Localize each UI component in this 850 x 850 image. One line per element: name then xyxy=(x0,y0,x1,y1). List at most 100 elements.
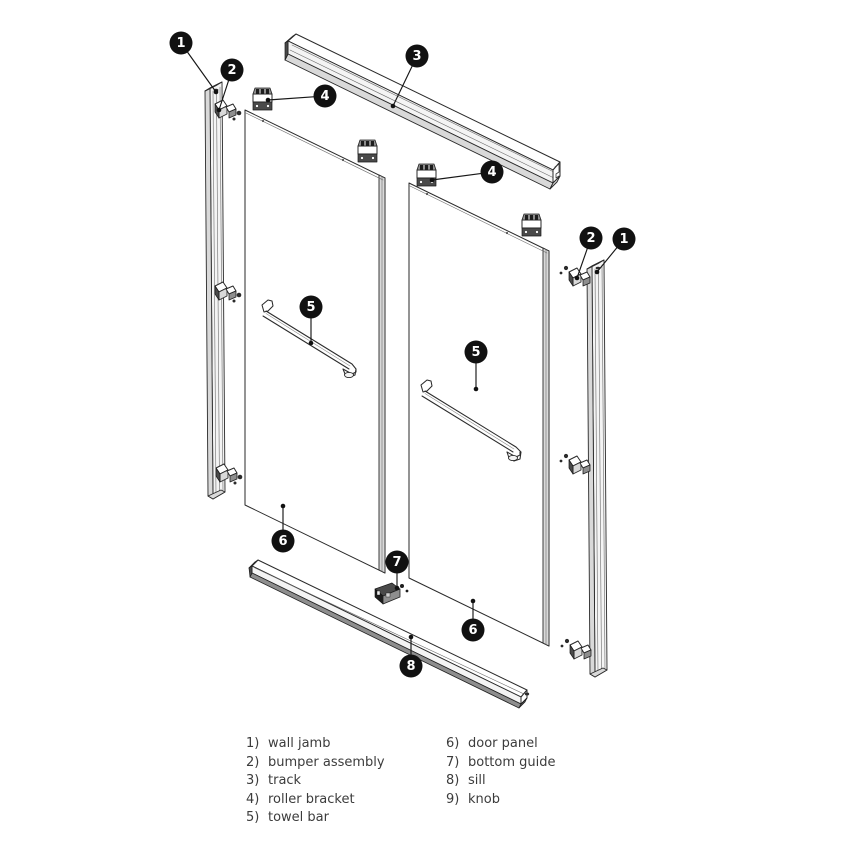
parts-legend: 1) wall jamb 2) bumper assembly 3) track… xyxy=(246,735,626,828)
callout-bubble xyxy=(480,160,504,184)
legend-item-1: 1) wall jamb xyxy=(246,735,446,754)
track xyxy=(284,33,561,190)
callout-bubble xyxy=(385,550,409,574)
legend-label-8: sill xyxy=(468,773,486,788)
legend-label-7: bottom guide xyxy=(468,754,556,770)
bumper-assembly-right-top xyxy=(559,265,591,287)
callout-bubble xyxy=(612,227,636,251)
callout-number: 4 xyxy=(320,89,329,104)
callout-leader-line xyxy=(576,248,588,279)
wall-jamb-right xyxy=(586,259,608,678)
legend-number-7: 7) xyxy=(446,754,460,770)
roller-bracket-left-a xyxy=(252,87,273,111)
callout-number: 8 xyxy=(406,659,415,674)
callout-bubble xyxy=(313,84,337,108)
callout-number: 2 xyxy=(586,231,595,246)
callout-number: 3 xyxy=(412,49,421,64)
legend-label-9: knob xyxy=(468,791,500,807)
callout-2-right: 2 xyxy=(574,226,603,281)
door-panel-right xyxy=(408,182,550,647)
callout-leader-line xyxy=(431,172,482,181)
callout-8: 8 xyxy=(399,634,423,678)
callout-leader-line xyxy=(392,65,413,107)
sill xyxy=(248,559,530,709)
callout-bubble xyxy=(464,340,488,364)
legend-number-1: 1) xyxy=(246,736,260,751)
bumper-assembly-right-middle xyxy=(559,453,591,475)
callout-bubble xyxy=(579,226,603,250)
callout-target-dot xyxy=(473,386,479,392)
callout-leader-line xyxy=(596,247,618,273)
callout-2-left: 2 xyxy=(216,58,244,113)
callout-number: 6 xyxy=(278,534,287,549)
callout-bubble xyxy=(271,529,295,553)
callout-leader-line xyxy=(267,96,315,101)
bumper-assembly-left-middle xyxy=(214,281,242,303)
callout-target-dot xyxy=(574,275,580,281)
callout-target-dot xyxy=(594,269,600,275)
callout-number: 1 xyxy=(176,36,185,51)
callout-target-dot xyxy=(265,97,271,103)
legend-number-2: 2) xyxy=(246,754,260,770)
callout-3: 3 xyxy=(390,44,429,109)
callout-number: 5 xyxy=(471,345,480,360)
legend-column-right: 6) door panel 7) bottom guide 8) sill 9)… xyxy=(446,735,626,828)
callout-target-dot xyxy=(408,634,414,640)
callout-leader-line xyxy=(187,51,217,93)
callout-number: 7 xyxy=(392,555,401,570)
legend-item-7: 7) bottom guide xyxy=(446,754,626,773)
callout-leader-line xyxy=(218,80,230,111)
callout-target-dot xyxy=(470,598,476,604)
legend-item-4: 4) roller bracket xyxy=(246,791,446,810)
callout-number: 5 xyxy=(306,300,315,315)
callout-number: 4 xyxy=(487,165,496,180)
roller-bracket-right-a xyxy=(416,163,437,187)
legend-number-8: 8) xyxy=(446,773,460,788)
legend-item-2: 2) bumper assembly xyxy=(246,754,446,773)
callout-number: 2 xyxy=(227,63,236,78)
towel-bar-right xyxy=(420,379,522,462)
callout-number: 6 xyxy=(468,623,477,638)
callout-bubble xyxy=(169,31,193,55)
callout-number: 1 xyxy=(619,232,628,247)
callout-6-right: 6 xyxy=(461,598,485,642)
legend-label-5: towel bar xyxy=(268,810,329,825)
legend-label-6: door panel xyxy=(468,736,538,751)
legend-label-3: track xyxy=(268,773,302,788)
callout-5-left: 5 xyxy=(299,295,323,346)
legend-label-2: bumper assembly xyxy=(268,754,385,770)
callout-target-dot xyxy=(394,585,400,591)
legend-column-left: 1) wall jamb 2) bumper assembly 3) track… xyxy=(246,735,446,828)
legend-item-5: 5) towel bar xyxy=(246,809,446,828)
callout-bubble xyxy=(220,58,244,82)
legend-item-6: 6) door panel xyxy=(446,735,626,754)
legend-number-4: 4) xyxy=(246,791,260,807)
legend-number-6: 6) xyxy=(446,736,460,751)
callout-target-dot xyxy=(213,89,219,95)
callout-1-right: 1 xyxy=(594,227,636,275)
callout-5-right: 5 xyxy=(464,340,488,392)
roller-bracket-left-b xyxy=(357,139,378,163)
bumper-assembly-right-bottom xyxy=(560,638,592,660)
towel-bar-left xyxy=(261,299,357,379)
legend-label-1: wall jamb xyxy=(268,736,331,751)
legend-item-8: 8) sill xyxy=(446,772,626,791)
callout-1-left: 1 xyxy=(169,31,219,95)
callout-target-dot xyxy=(390,103,396,109)
callout-bubble xyxy=(461,618,485,642)
callout-target-dot xyxy=(429,177,435,183)
callout-layer: 1 2 3 4 4 5 5 1 2 6 6 7 8 xyxy=(169,31,636,678)
callout-bubble xyxy=(399,654,423,678)
callout-target-dot xyxy=(308,340,314,346)
callout-bubble xyxy=(405,44,429,68)
legend-number-5: 5) xyxy=(246,810,260,825)
callout-7: 7 xyxy=(385,550,409,591)
legend-number-9: 9) xyxy=(446,791,460,807)
legend-item-3: 3) track xyxy=(246,772,446,791)
callout-target-dot xyxy=(216,107,222,113)
callout-4-right: 4 xyxy=(429,160,504,184)
legend-item-9: 9) knob xyxy=(446,791,626,810)
callout-bubble xyxy=(299,295,323,319)
callout-6-left: 6 xyxy=(271,503,295,553)
